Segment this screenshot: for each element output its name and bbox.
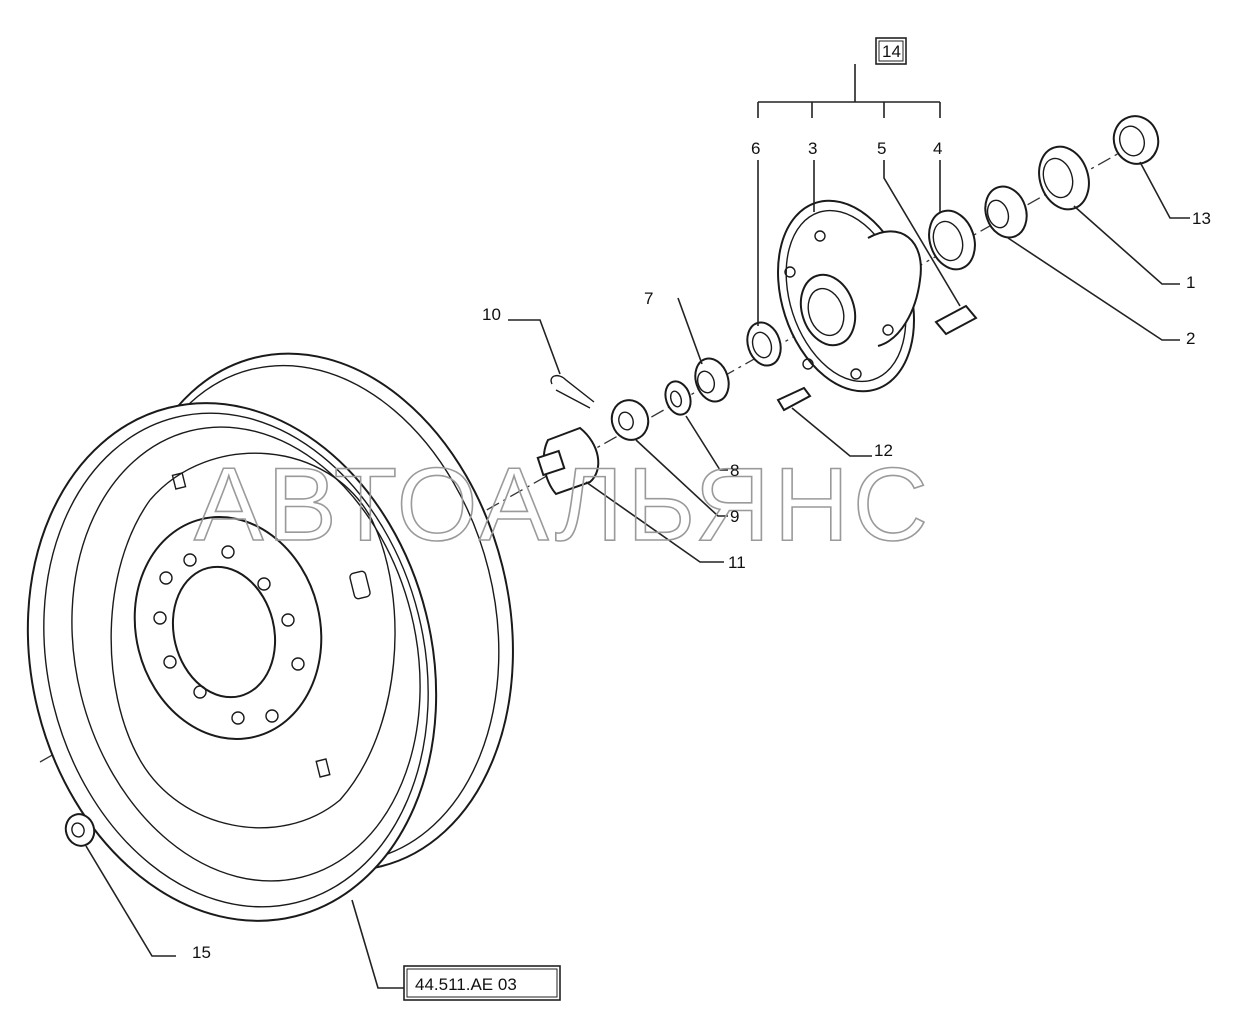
bearing-cup-6 — [746, 321, 782, 367]
callout-12: 12 — [874, 441, 893, 460]
bearing-cup-4 — [928, 209, 976, 271]
callout-6: 6 — [751, 139, 760, 158]
wheel-nut-15 — [64, 813, 96, 847]
cone-bearing-2 — [984, 185, 1028, 239]
wheel-hub — [777, 199, 922, 393]
cotter-pin-10 — [550, 374, 595, 409]
watermark: АВТОАЛЬЯНС — [194, 447, 932, 563]
callout-9: 9 — [730, 507, 739, 526]
callout-7: 7 — [644, 289, 653, 308]
seal-13 — [1112, 115, 1160, 165]
dust-cap-11 — [536, 426, 600, 496]
callout-11: 11 — [728, 553, 746, 572]
callout-8: 8 — [730, 461, 739, 480]
cone-bearing-7 — [694, 357, 730, 403]
stud-5 — [934, 304, 978, 336]
leader-lines — [85, 64, 1190, 989]
group-box-label: 14 — [882, 42, 901, 61]
callout-5: 5 — [877, 139, 886, 158]
wheel-rim — [26, 352, 514, 922]
callout-labels: 1 2 3 4 5 6 7 8 9 10 11 12 13 15 — [192, 139, 1211, 962]
callout-1: 1 — [1186, 273, 1195, 292]
group-box-14: 14 — [875, 37, 907, 65]
callout-2: 2 — [1186, 329, 1195, 348]
castle-nut-9 — [610, 399, 650, 441]
callout-4: 4 — [933, 139, 942, 158]
reference-box-label: 44.511.AE 03 — [415, 975, 517, 994]
callout-3: 3 — [808, 139, 817, 158]
callout-10: 10 — [482, 305, 501, 324]
bearing-1 — [1038, 145, 1090, 211]
washer-8 — [664, 380, 692, 416]
callout-15: 15 — [192, 943, 211, 962]
callout-13: 13 — [1192, 209, 1211, 228]
grease-nipple-12 — [776, 386, 812, 412]
reference-box[interactable]: 44.511.AE 03 — [403, 965, 561, 1001]
